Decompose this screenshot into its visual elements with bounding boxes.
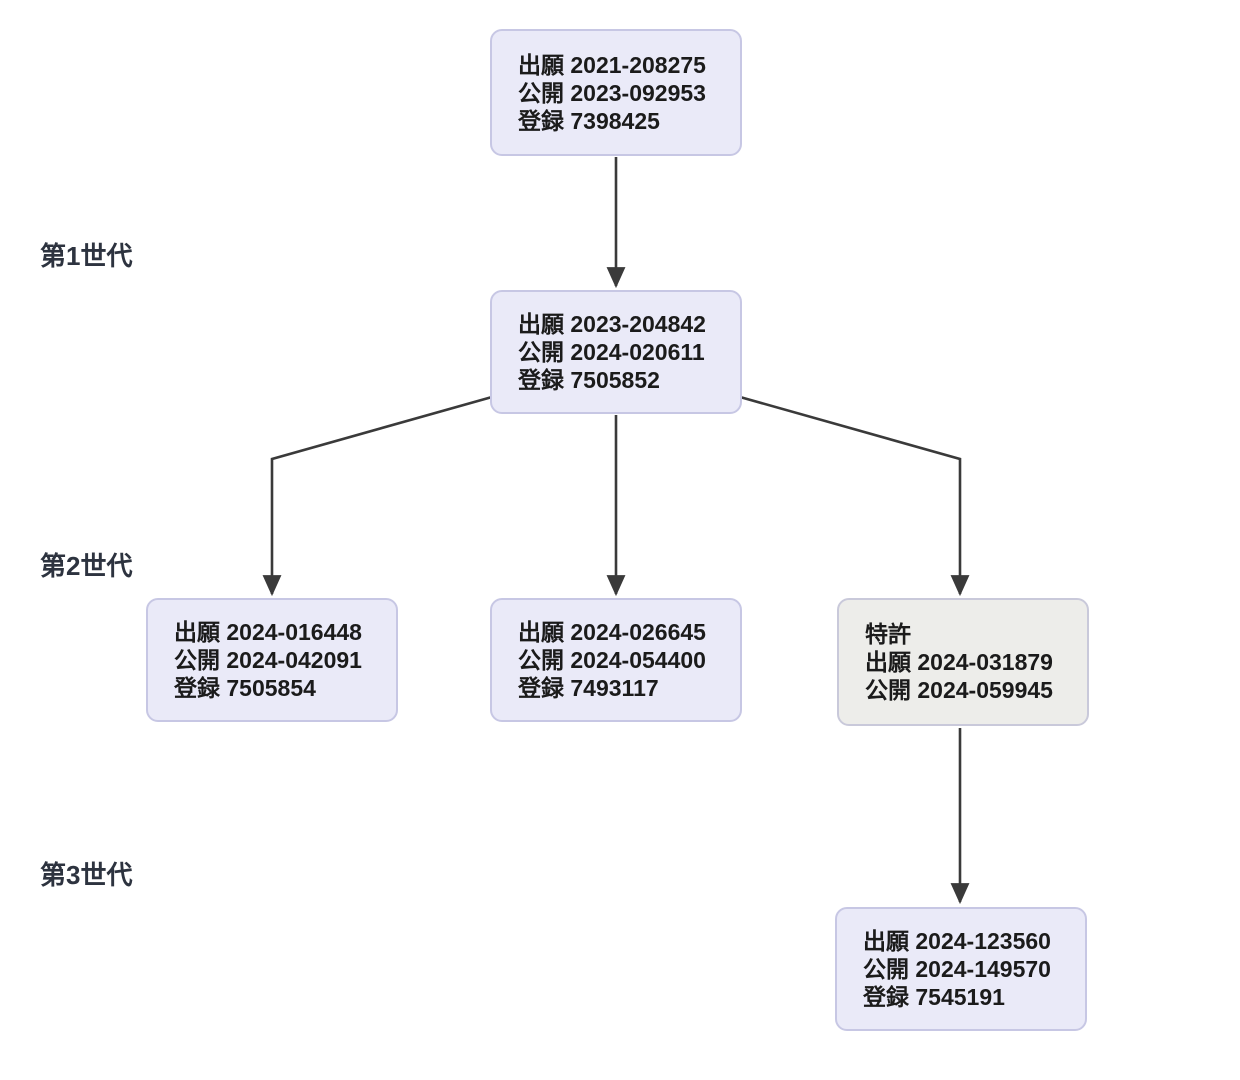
patent-node-gen1-root: 出願 2021-208275 公開 2023-092953 登録 7398425	[490, 29, 742, 156]
patent-node-gen2-left: 出願 2024-016448 公開 2024-042091 登録 7505854	[146, 598, 398, 722]
node-line-application: 出願 2024-031879	[865, 649, 1053, 675]
node-line-publication: 公開 2024-054400	[518, 647, 706, 673]
node-line-publication: 公開 2024-020611	[518, 339, 705, 365]
node-line-registration: 登録 7545191	[863, 984, 1005, 1010]
generation-label-2: 第2世代	[40, 551, 133, 581]
generation-label-1: 第1世代	[40, 241, 133, 271]
generation-label-3: 第3世代	[40, 860, 133, 890]
node-line-registration: 登録 7505852	[518, 367, 660, 393]
patent-node-gen1-child: 出願 2023-204842 公開 2024-020611 登録 7505852	[490, 290, 742, 414]
arrow-gen1-to-gen2-right	[739, 395, 970, 597]
node-line-publication: 公開 2023-092953	[518, 79, 706, 106]
node-line-publication: 公開 2024-149570	[863, 956, 1051, 982]
node-line-application: 出願 2024-123560	[863, 928, 1051, 954]
node-line-publication: 公開 2024-059945	[865, 677, 1053, 703]
node-line-publication: 公開 2024-042091	[174, 647, 362, 673]
arrow-gen1-to-gen2-left	[262, 395, 493, 597]
node-line-application: 出願 2021-208275	[518, 51, 706, 78]
node-line-application: 出願 2024-026645	[518, 619, 706, 645]
patent-node-gen3: 出願 2024-123560 公開 2024-149570 登録 7545191	[835, 907, 1087, 1031]
node-line-patent: 特許	[865, 621, 911, 647]
node-line-application: 出願 2024-016448	[174, 619, 362, 645]
patent-node-gen2-middle: 出願 2024-026645 公開 2024-054400 登録 7493117	[490, 598, 742, 722]
node-line-registration: 登録 7505854	[174, 675, 316, 701]
node-line-registration: 登録 7398425	[518, 107, 660, 134]
node-line-application: 出願 2023-204842	[518, 311, 706, 337]
patent-node-gen2-right-tokkyo: 特許 出願 2024-031879 公開 2024-059945	[837, 598, 1089, 726]
node-line-registration: 登録 7493117	[518, 675, 659, 701]
